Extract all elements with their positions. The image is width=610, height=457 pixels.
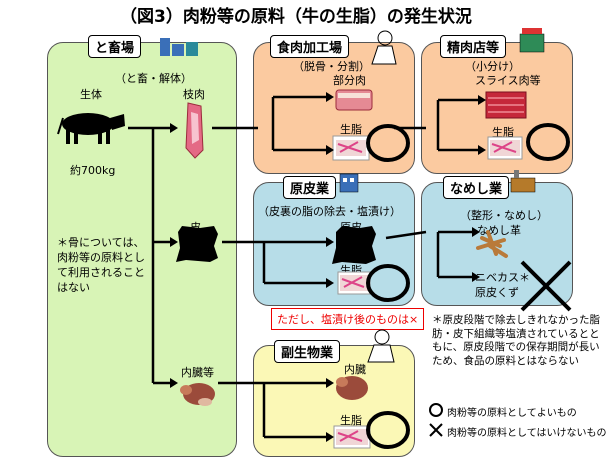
sliced-meat-label: スライス肉等 (475, 74, 541, 87)
meat-processing-header: 食肉加工場 (270, 35, 350, 58)
rawhide-panel (253, 182, 415, 306)
live-animal-label: 生体 (80, 88, 102, 101)
part-meat-label: 部分肉 (333, 74, 366, 87)
weight-label: 約700kg (70, 164, 116, 177)
butcher-subtitle: （小分け） (465, 60, 520, 73)
butcher-fat-image (487, 136, 523, 160)
byproduct-fat-label: 生脂 (340, 414, 362, 427)
tannery-subtitle: （整形・なめし） (460, 209, 548, 222)
ok-mark-byproduct (366, 411, 410, 449)
rawhide-subtitle: （皮裏の脂の除去・塩漬け） (258, 205, 401, 218)
byproduct-offal-label: 内臓 (344, 363, 366, 376)
meat-processing-subtitle: （脱骨・分割） (293, 60, 370, 73)
rawhide-fat-image (337, 271, 371, 295)
ok-mark-butcher (526, 123, 570, 161)
legend-ng-text: 肉粉等の原料としてはいけないもの (447, 428, 607, 439)
meat-processing-fat-label: 生脂 (340, 123, 362, 136)
page-title: （図3）肉粉等の原料（牛の生脂）の発生状況 (120, 7, 472, 27)
slaughterhouse-header: と畜場 (88, 35, 142, 58)
tannery-building-icon (510, 170, 536, 193)
hide-scrap-label: 原皮くず (475, 286, 519, 299)
factory-icon (160, 38, 198, 56)
rawhide-header: 原皮業 (283, 176, 337, 199)
legend-ok-icon (429, 403, 443, 417)
shop-icon (519, 28, 545, 53)
legend-ng-icon (429, 423, 443, 437)
byproduct-offal-image (336, 376, 368, 400)
rawhide-note: ＊原皮段階で除去しきれなかった脂肪・皮下組織等塩漬されているとともに、原皮段階で… (432, 314, 600, 367)
cow-icon (57, 113, 125, 144)
sliced-meat-image (485, 91, 527, 119)
part-meat-image (335, 89, 373, 111)
tannery-header: なめし業 (443, 176, 510, 199)
carcass-image (185, 102, 204, 159)
byproduct-fat-image (333, 425, 371, 449)
rawhide-image (332, 226, 376, 264)
nibekasu-label: ニベカス＊ (475, 271, 530, 284)
butcher-fat-label: 生脂 (492, 126, 514, 139)
bone-note: ＊骨については、肉粉等の原料として利用されることはない (57, 236, 145, 294)
slaughterhouse-subtitle: （と畜・解体） (115, 72, 192, 85)
offal-image (180, 383, 215, 406)
meat-processing-fat-image (332, 135, 370, 161)
worker-icon (371, 30, 397, 65)
byproduct-header: 副生物業 (274, 340, 341, 363)
byproduct-worker-icon (367, 329, 395, 363)
hide-image (176, 226, 218, 262)
butcher-header: 精肉店等 (440, 35, 507, 58)
arrow-heads (170, 92, 486, 442)
carcass-label: 枝肉 (183, 88, 205, 101)
leather-image (476, 230, 508, 258)
ok-marks (366, 123, 570, 449)
offal-label: 内臓等 (181, 366, 214, 379)
ok-mark-rawhide (366, 264, 410, 302)
salt-note: ただし、塩漬け後のものは× (271, 308, 425, 330)
legend-ok-text: 肉粉等の原料としてよいもの (447, 408, 577, 419)
rawhide-building-icon (339, 173, 359, 193)
ok-mark-meat-processing (366, 124, 410, 162)
flow-arrows (128, 95, 478, 439)
ng-mark-tannery (520, 260, 572, 312)
